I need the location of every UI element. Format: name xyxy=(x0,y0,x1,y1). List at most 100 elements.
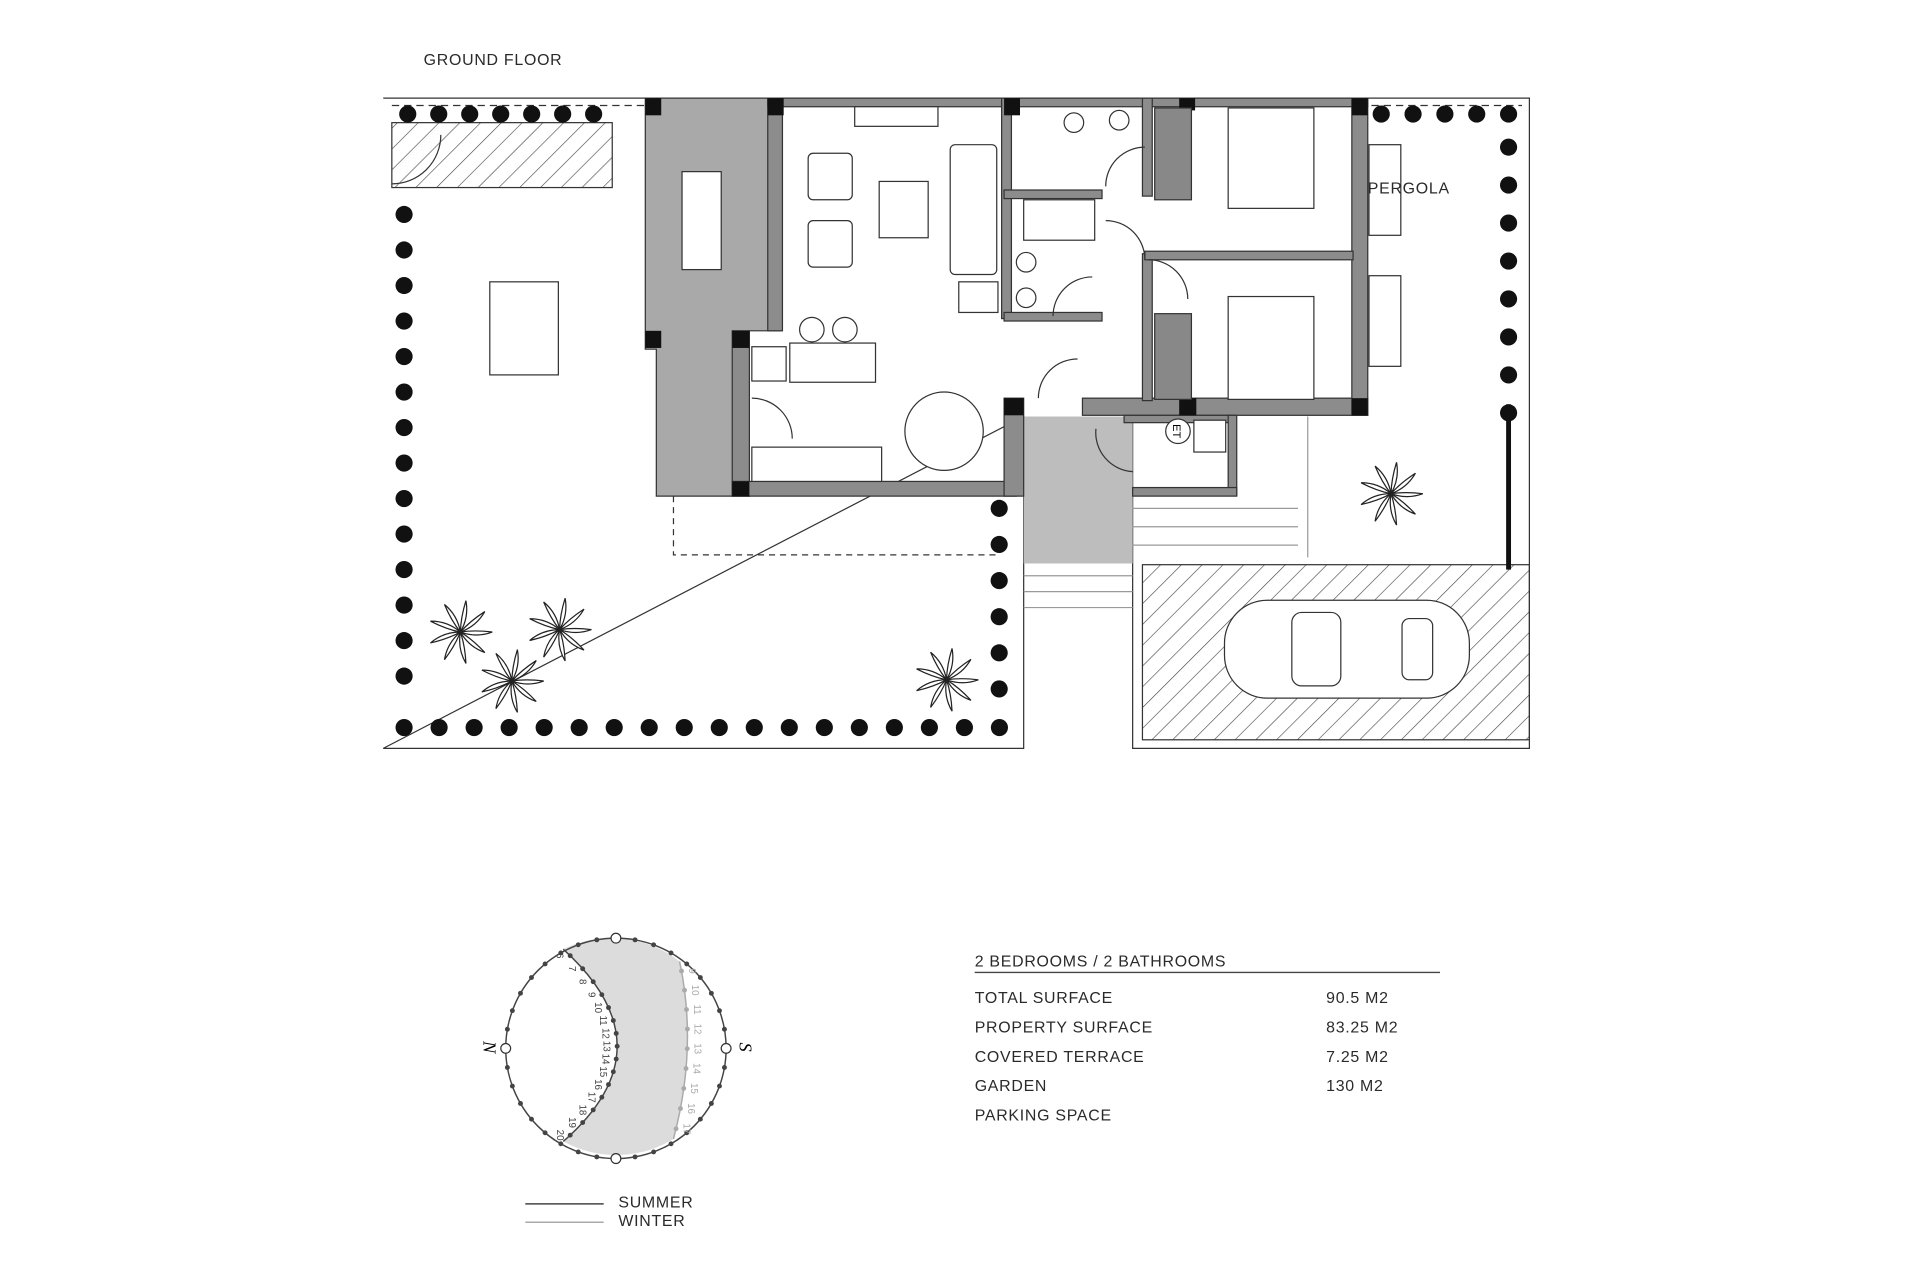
row-label: COVERED TERRACE xyxy=(975,1049,1145,1066)
fridge xyxy=(751,346,787,382)
hour-marker xyxy=(613,1030,619,1036)
horizon-tick xyxy=(721,1026,727,1032)
hedge-dot xyxy=(1500,328,1518,346)
horizon-tick xyxy=(697,975,703,980)
kitchen-counter xyxy=(789,342,877,383)
electric-meter-symbol xyxy=(1165,418,1191,445)
legend-winter-label: WINTER xyxy=(618,1213,685,1230)
terrace-outline xyxy=(672,496,1000,556)
hedge-dot xyxy=(570,718,588,737)
hedge-dot xyxy=(554,105,572,123)
hour-label: 13 xyxy=(601,1041,612,1052)
armchair xyxy=(807,219,853,268)
hour-label: 8 xyxy=(577,979,588,985)
hour-label: 15 xyxy=(597,1066,608,1077)
hour-marker xyxy=(673,1126,679,1132)
horizon-tick xyxy=(717,1008,722,1014)
pergola-label: PERGOLA xyxy=(1368,181,1450,198)
pergola-slats xyxy=(1368,144,1402,236)
hedge-dot xyxy=(535,718,553,737)
hour-marker xyxy=(614,1043,620,1049)
horizon-tick xyxy=(509,1083,515,1089)
hour-label: 20 xyxy=(554,1130,565,1141)
hedge-dot xyxy=(955,718,973,737)
hour-marker xyxy=(682,987,687,993)
floor-plan: ET PERGOLA xyxy=(382,97,1530,749)
floor-title: GROUND FLOOR xyxy=(424,52,563,69)
summary-heading: 2 BEDROOMS / 2 BATHROOMS xyxy=(975,953,1227,970)
hour-label: 17 xyxy=(680,1123,691,1134)
horizon-tick xyxy=(594,1154,600,1160)
hedge-dot xyxy=(990,572,1008,590)
horizon-tick xyxy=(518,1101,523,1106)
kitchen-counter-cooktop xyxy=(751,446,883,483)
horizon-tick xyxy=(651,942,657,948)
palm-tree-icon xyxy=(529,598,592,662)
wardrobe xyxy=(1154,313,1193,400)
hedge-dot xyxy=(990,718,1008,737)
hour-label: 14 xyxy=(690,1063,701,1074)
hedge-dot xyxy=(815,718,833,737)
palm-tree-icon xyxy=(1360,462,1424,526)
hedge-dot xyxy=(395,525,413,543)
horizon-tick xyxy=(558,1141,564,1147)
terrace-table xyxy=(681,171,722,271)
row-value: 83.25 M2 xyxy=(1326,1019,1398,1036)
hour-label: 10 xyxy=(592,1002,603,1013)
horizon-tick xyxy=(668,1141,674,1147)
palm-tree-icon xyxy=(481,649,544,713)
hedge-dot xyxy=(1500,214,1518,232)
entrance-porch xyxy=(1023,416,1133,564)
hedge-dots xyxy=(395,105,1518,737)
hedge-dot xyxy=(395,312,413,330)
horizon-tick xyxy=(684,961,690,967)
hedge-dot xyxy=(395,241,413,259)
hedge-dot xyxy=(1500,290,1518,308)
hedge-dot xyxy=(523,105,541,123)
hedge-dot xyxy=(395,718,413,737)
pergola-post xyxy=(1506,404,1512,570)
hour-marker xyxy=(677,1106,683,1111)
horizon-tick xyxy=(632,1154,638,1160)
covered-terrace xyxy=(644,97,781,497)
cardinal-marker xyxy=(610,932,622,944)
hedge-dot xyxy=(1436,105,1454,123)
hedge-dot xyxy=(990,535,1008,554)
horizon-tick xyxy=(651,1149,657,1155)
row-label: PROPERTY SURFACE xyxy=(975,1019,1153,1036)
hour-marker xyxy=(684,1046,690,1052)
hedge-dot xyxy=(395,454,413,472)
row-label: TOTAL SURFACE xyxy=(975,990,1113,1007)
toilet xyxy=(1015,251,1037,273)
hedge-dot xyxy=(780,718,798,737)
legend-summer-label: SUMMER xyxy=(618,1195,693,1212)
hedge-dot xyxy=(1500,366,1518,384)
hour-marker xyxy=(580,966,586,972)
hedge-dot xyxy=(675,718,693,737)
hedge-dot xyxy=(990,608,1008,626)
toilet xyxy=(1063,112,1085,134)
sun-shade-area xyxy=(563,937,688,1155)
cardinal-marker xyxy=(500,1042,512,1054)
hour-marker xyxy=(683,1066,689,1071)
shower xyxy=(1023,199,1096,241)
horizon-tick xyxy=(575,942,581,948)
hour-marker xyxy=(599,992,605,998)
hour-label: 11 xyxy=(597,1015,608,1025)
sun-path-diagram: 6789101112131415161718192091011121314151… xyxy=(480,932,756,1230)
hedge-dot xyxy=(585,105,603,123)
garden-table xyxy=(489,281,559,376)
hedge-dot xyxy=(710,718,728,737)
hedge-dot xyxy=(395,347,413,366)
wardrobe xyxy=(1154,107,1193,201)
hedge-dot xyxy=(430,105,448,123)
hedge-dot xyxy=(1500,105,1518,123)
horizon-tick xyxy=(504,1026,510,1032)
horizon-tick xyxy=(558,950,564,956)
horizon-tick xyxy=(542,961,548,967)
horizon-tick xyxy=(542,1130,548,1136)
hedge-dot xyxy=(395,383,413,401)
hour-marker xyxy=(684,1026,690,1032)
